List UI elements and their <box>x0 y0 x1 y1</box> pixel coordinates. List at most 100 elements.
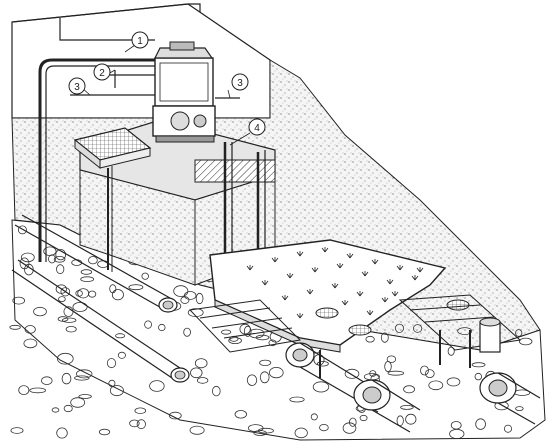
gravel-stone <box>428 380 444 391</box>
lower-pipes <box>285 317 541 433</box>
gravel-stone <box>519 337 533 346</box>
drain-pipe-lower <box>11 259 190 383</box>
gravel-stone <box>168 411 182 420</box>
gravel-stone <box>387 370 405 376</box>
gravel-stone <box>396 415 404 427</box>
gravel-stone <box>41 376 53 386</box>
gravel-stone <box>386 355 397 363</box>
callout-3-right-label: 3 <box>237 78 243 89</box>
gravel-stone <box>259 371 270 384</box>
gravel-stone <box>319 423 329 432</box>
manhole-2 <box>348 324 372 336</box>
gravel-stone <box>173 285 189 297</box>
callout-4: 4 <box>248 118 266 136</box>
gravel-stone <box>55 249 66 261</box>
plant-sprout <box>281 295 289 301</box>
plant-sprout <box>366 310 374 316</box>
plant-sprout <box>346 253 354 259</box>
gravel-stone <box>405 413 417 425</box>
gravel-stone <box>246 374 258 386</box>
grate-icon <box>73 127 152 272</box>
plant-sprout <box>246 265 254 271</box>
gravel-stone <box>471 362 486 368</box>
gravel-stone <box>72 301 88 312</box>
plant-sprout <box>261 280 269 286</box>
callout-2: 2 <box>93 63 111 81</box>
gravel-stone <box>234 410 248 419</box>
gravel-stone <box>403 385 416 394</box>
gravel-stone <box>57 352 74 365</box>
gravel-stone <box>394 323 404 333</box>
gravel-stone <box>384 360 392 372</box>
gravel-stone <box>129 419 140 428</box>
gravel-stone <box>239 323 251 335</box>
gravel-stone <box>515 329 523 337</box>
gravel-stone <box>259 359 272 366</box>
gravel-stone <box>424 369 435 379</box>
callout-4-label: 4 <box>254 123 260 134</box>
plant-sprout <box>386 279 394 285</box>
gravel-stone <box>190 367 203 379</box>
gravel-stone <box>115 333 126 339</box>
plant-sprout <box>311 267 319 273</box>
plant-sprout <box>371 259 379 265</box>
gravel-stone <box>450 421 462 430</box>
gravel-stone <box>136 419 146 430</box>
gravel-stone <box>48 254 56 264</box>
gravel-stone <box>194 358 208 369</box>
gravel-stone <box>474 372 482 381</box>
gravel-stone <box>20 252 35 263</box>
gravel-stone <box>33 306 47 317</box>
gravel-stone <box>60 287 71 297</box>
gravel-stone <box>12 296 26 305</box>
gravel-stone <box>80 269 93 275</box>
gravel-stone <box>58 296 66 303</box>
plant-sprout <box>391 291 399 297</box>
gravel-stone <box>23 338 38 349</box>
gravel-stone <box>78 394 92 399</box>
plant-sprout <box>396 265 404 271</box>
plant-sprout <box>341 300 349 306</box>
gravel-stone <box>18 385 30 396</box>
gravel-stone <box>88 256 98 265</box>
plant-sprout <box>271 257 279 263</box>
gravel-stone <box>183 327 191 337</box>
gravel-stone <box>56 427 68 439</box>
gravel-stone <box>294 427 308 439</box>
gravel-stone <box>75 369 93 379</box>
gravel-stone <box>53 255 66 263</box>
callout-1-label: 1 <box>137 36 143 47</box>
gravel-stone <box>515 406 524 412</box>
pump-unit-icon <box>152 41 216 143</box>
gravel-stone <box>503 424 512 433</box>
callout-3-right: 3 <box>231 73 249 91</box>
drain-pipe-upper <box>14 214 178 313</box>
support-frame <box>188 294 522 353</box>
gravel-stone <box>189 425 205 435</box>
plant-sprout <box>336 263 344 269</box>
callout-1: 1 <box>131 31 149 49</box>
gravel-stone <box>17 225 27 235</box>
gravel-stone <box>134 407 147 414</box>
gravel-stone <box>117 351 126 359</box>
gravel-stone <box>61 317 77 323</box>
plant-sprout <box>321 247 329 253</box>
gravel-stone <box>65 326 77 333</box>
gravel-stone <box>268 366 284 379</box>
plant-sprout <box>411 275 419 281</box>
gravel-stone <box>51 407 60 413</box>
plant-sprout <box>296 313 304 319</box>
gravel-stone <box>9 324 21 330</box>
gravel-stone <box>457 327 473 336</box>
gravel-stone <box>257 427 274 434</box>
plant-sprout <box>296 251 304 257</box>
gravel-stone <box>243 325 252 337</box>
pipework <box>38 18 266 270</box>
gravel-stone <box>158 323 166 332</box>
gravel-stone <box>446 377 461 387</box>
gravel-stone <box>57 316 69 322</box>
gravel-stone <box>63 404 73 413</box>
plant-sprout <box>361 271 369 277</box>
